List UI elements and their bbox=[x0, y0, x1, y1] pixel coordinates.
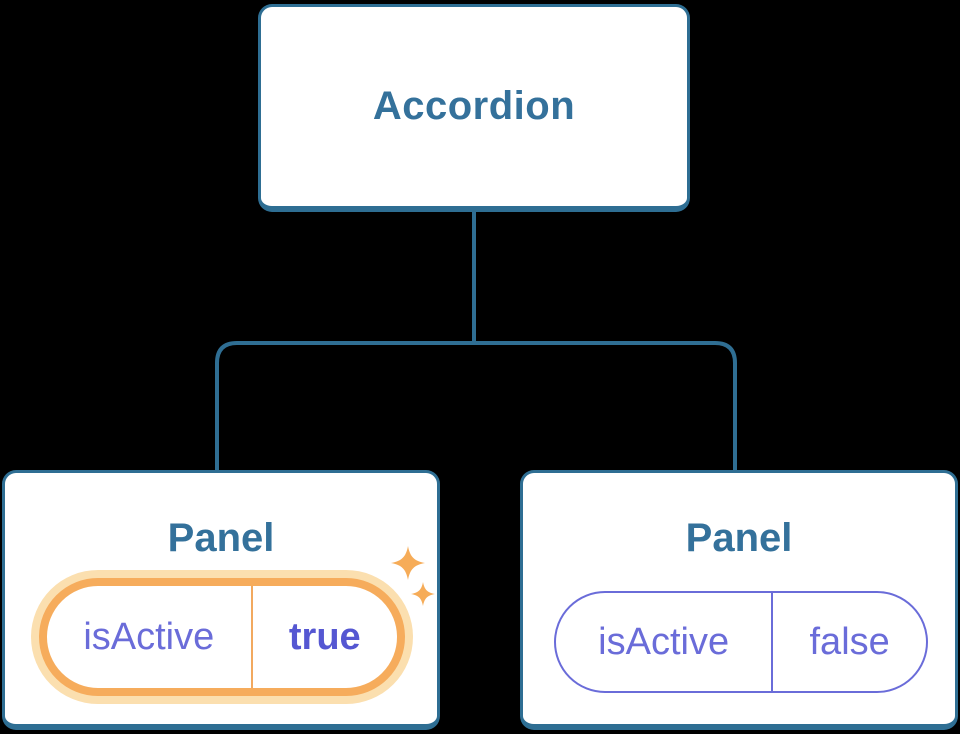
sparkle-large bbox=[391, 546, 425, 580]
panel-title: Panel bbox=[685, 516, 793, 560]
panel-title: Panel bbox=[167, 516, 275, 560]
panel-node-inactive: Panel isActive false bbox=[520, 470, 958, 730]
state-key-label: isActive bbox=[47, 586, 253, 688]
panel-node-active: Panel isActive true bbox=[2, 470, 440, 730]
state-key-label: isActive bbox=[556, 593, 774, 691]
state-value-label: false bbox=[809, 620, 890, 663]
sparkle-small bbox=[411, 582, 435, 606]
sparkle-icon bbox=[391, 546, 435, 606]
state-value-label: true bbox=[288, 615, 361, 658]
connector-branch-bracket bbox=[215, 341, 737, 470]
state-pill-active: isActive true bbox=[39, 578, 405, 696]
accordion-node-label: Accordion bbox=[372, 84, 576, 128]
state-pill-inactive: isActive false bbox=[554, 591, 928, 693]
accordion-node: Accordion bbox=[258, 4, 690, 212]
